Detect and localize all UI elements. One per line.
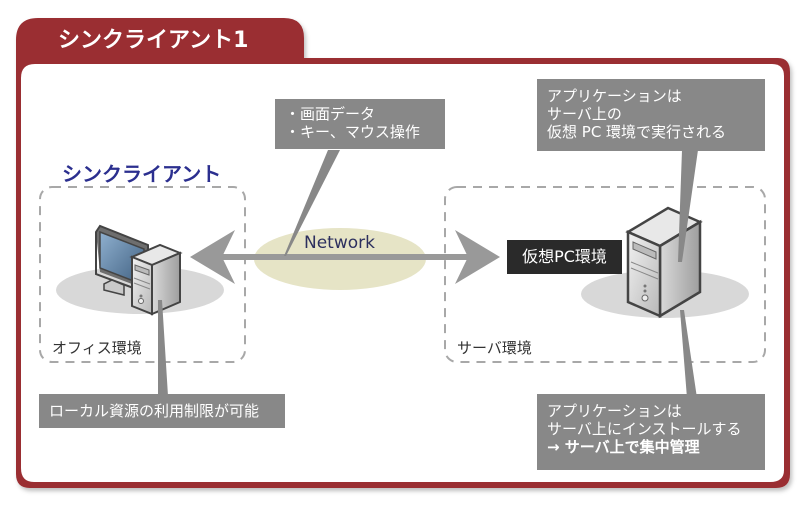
network-callout: ・画面データ ・キー、マウス操作 — [275, 99, 445, 149]
server-callout-line: アプリケーションは — [547, 87, 682, 105]
client-callout-text: ローカル資源の利用制限が可能 — [49, 402, 260, 420]
office-zone-label: オフィス環境 — [52, 339, 142, 357]
server-callout-line: サーバ上の — [547, 105, 622, 123]
client-zone-box — [39, 186, 246, 363]
desktop-pc-icon — [95, 224, 183, 316]
server-zone-box — [444, 186, 766, 363]
server-execution-callout: アプリケーションは サーバ上の 仮想 PC 環境で実行される — [537, 79, 765, 151]
network-callout-pointer — [284, 150, 340, 256]
network-label: Network — [304, 233, 375, 253]
server-callout-line: 仮想 PC 環境で実行される — [547, 123, 727, 141]
server-bottom-callout-pointer — [680, 310, 697, 398]
page-title: シンクライアント1 — [58, 28, 249, 53]
server-top-callout-pointer — [678, 150, 698, 262]
virtual-pc-label: 仮想PC環境 — [507, 240, 622, 274]
server-install-callout: アプリケーションは サーバ上にインストールする → サーバ上で集中管理 — [537, 394, 765, 470]
server-install-line: アプリケーションは — [547, 402, 682, 420]
network-callout-line: ・画面データ — [285, 105, 376, 123]
client-heading: シンクライアント — [62, 162, 222, 186]
server-tower-icon — [625, 206, 703, 319]
network-callout-line: ・キー、マウス操作 — [285, 123, 420, 141]
client-callout-pointer — [158, 300, 168, 396]
server-install-line: サーバ上にインストールする — [547, 420, 742, 438]
client-local-resource-callout: ローカル資源の利用制限が可能 — [39, 394, 285, 428]
network-double-arrow — [190, 230, 500, 284]
server-zone-label: サーバ環境 — [457, 339, 532, 357]
server-install-emphasis: → サーバ上で集中管理 — [547, 438, 700, 456]
